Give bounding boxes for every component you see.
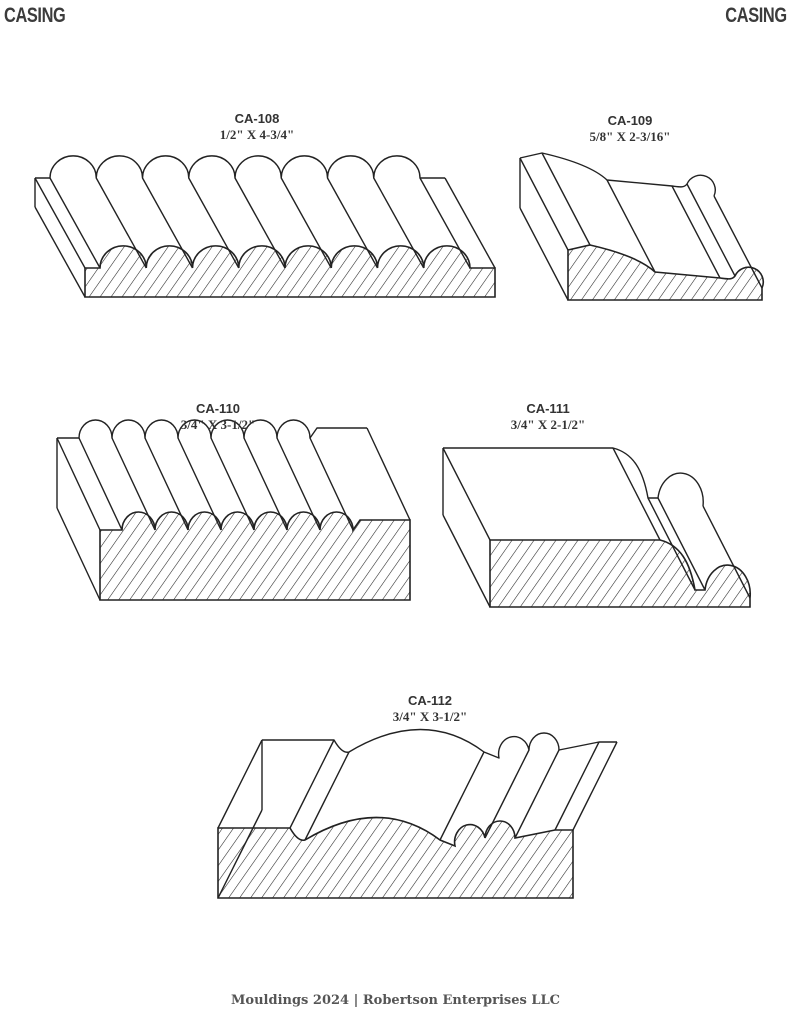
section-header-left: CASING [4,4,66,27]
moulding-size: 3/4" X 3-1/2" [392,709,468,724]
edge-line [34,206,86,298]
edge-line [304,751,350,841]
edge-line [671,185,721,279]
moulding-size: 3/4" X 2-1/2" [510,417,586,432]
edge-line [519,157,569,251]
moulding-ca-108 [34,155,496,298]
edge-line [217,739,263,829]
edge-line [366,427,411,521]
back-edge [262,728,617,759]
edge-line [56,507,101,601]
edge-line [56,437,101,531]
edge-line [606,179,656,273]
edge-line [554,741,600,831]
moulding-code: CA-108 [234,111,280,126]
edge-line [289,739,335,829]
profile-section [84,245,496,298]
moulding-size: 5/8" X 2-3/16" [589,129,671,144]
moulding-label-ca-109: CA-109 5/8" X 2-3/16" [530,112,730,145]
edge-line [686,183,736,277]
edge-line [519,207,569,301]
edge-line [439,751,485,841]
page-footer: Mouldings 2024 | Robertson Enterprises L… [231,993,560,1008]
moulding-code: CA-110 [195,401,241,416]
edge-line [442,447,491,541]
edge-line [612,447,661,541]
edge-line [34,177,86,269]
moulding-size: 3/4" X 3-1/2" [180,417,256,432]
moulding-ca-110 [56,419,411,601]
back-edge [519,152,716,197]
profile-section [217,816,574,899]
section-header-right: CASING [725,4,788,27]
profile-section [99,511,411,601]
moulding-ca-109 [519,152,765,301]
moulding-code: CA-109 [607,113,653,128]
moulding-label-ca-112: CA-112 3/4" X 3-1/2" [330,692,530,725]
edge-line [442,514,491,608]
moulding-code: CA-112 [407,693,453,708]
back-edge [443,447,704,507]
edge-line [541,152,591,246]
moulding-label-ca-111: CA-111 3/4" X 2-1/2" [448,400,648,433]
back-edge [35,155,445,179]
moulding-ca-112 [217,728,618,899]
edge-line [572,741,618,831]
moulding-size: 1/2" X 4-3/4" [219,127,295,142]
moulding-label-ca-108: CA-108 1/2" X 4-3/4" [157,110,357,143]
profile-section [567,244,765,301]
edge-line [657,497,706,591]
moulding-code: CA-111 [526,401,570,416]
profile-section [489,539,752,608]
moulding-label-ca-110: CA-110 3/4" X 3-1/2" [118,400,318,433]
edge-line [78,437,123,531]
edge-line [49,177,101,269]
edge-line [514,749,560,839]
back-edge [57,419,367,439]
moulding-ca-111 [442,447,752,608]
edge-line [444,177,496,269]
